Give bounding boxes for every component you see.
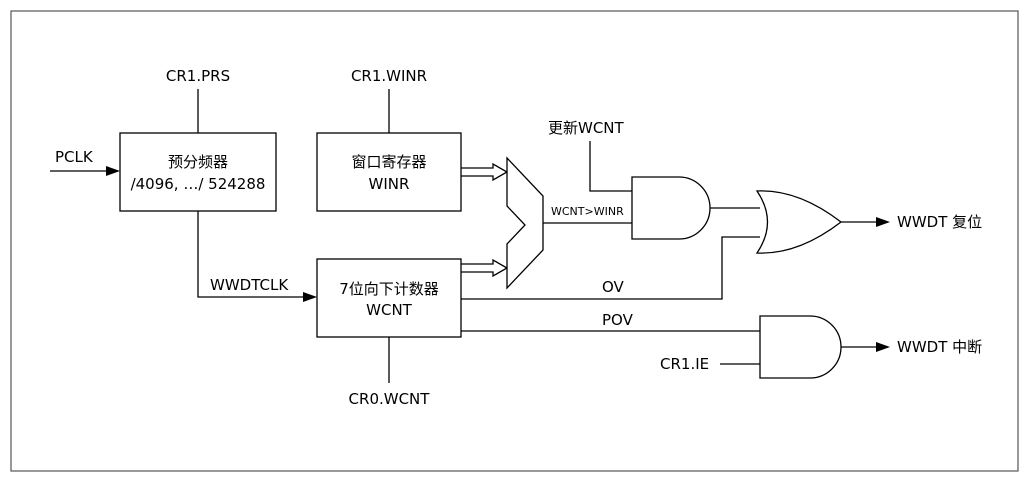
wwdt-reset-label: WWDT 复位: [897, 213, 982, 231]
pov-label: POV: [602, 311, 634, 329]
compare-signal: WCNT>WINR: [543, 205, 632, 224]
pov-signal: POV: [461, 311, 760, 332]
ov-signal: OV: [461, 236, 760, 300]
cr1-ie-signal: CR1.IE: [660, 355, 760, 373]
wwdtclk-signal: WWDTCLK: [197, 211, 317, 302]
cr1-winr-signal: CR1.WINR: [351, 67, 427, 133]
down-counter-name: WCNT: [366, 301, 413, 319]
update-wcnt-signal: 更新WCNT: [548, 119, 632, 192]
pclk-label: PCLK: [55, 148, 94, 166]
cr1-prs-signal: CR1.PRS: [166, 67, 230, 133]
and-gate-reset: [631, 176, 711, 240]
cr1-ie-label: CR1.IE: [660, 355, 709, 373]
window-register-title: 窗口寄存器: [351, 153, 426, 171]
cr0-wcnt-signal: CR0.WCNT: [349, 337, 431, 408]
cr1-winr-label: CR1.WINR: [351, 67, 427, 85]
prescaler-block: 预分频器 /4096, …/ 524288: [119, 132, 277, 212]
window-register-name: WINR: [369, 175, 410, 193]
or-gate-reset: [755, 190, 843, 254]
down-counter-block: 7位向下计数器 WCNT: [316, 258, 462, 338]
compare-label: WCNT>WINR: [551, 205, 624, 218]
window-register-block: 窗口寄存器 WINR: [316, 132, 462, 212]
comparator: [506, 156, 544, 290]
wwdt-reset-output: WWDT 复位: [841, 213, 982, 231]
wwdt-interrupt-label: WWDT 中断: [897, 338, 982, 356]
update-wcnt-label: 更新WCNT: [548, 119, 625, 137]
ov-label: OV: [602, 278, 625, 296]
down-counter-title: 7位向下计数器: [339, 280, 439, 298]
cr1-prs-label: CR1.PRS: [166, 67, 230, 85]
wwdt-interrupt-output: WWDT 中断: [841, 338, 982, 356]
prescaler-range: /4096, …/ 524288: [131, 175, 266, 193]
cr0-wcnt-label: CR0.WCNT: [349, 390, 431, 408]
pclk-signal: PCLK: [50, 148, 120, 176]
and-gate-interrupt: [759, 315, 842, 379]
wwdtclk-label: WWDTCLK: [210, 276, 289, 294]
prescaler-title: 预分频器: [168, 153, 228, 171]
